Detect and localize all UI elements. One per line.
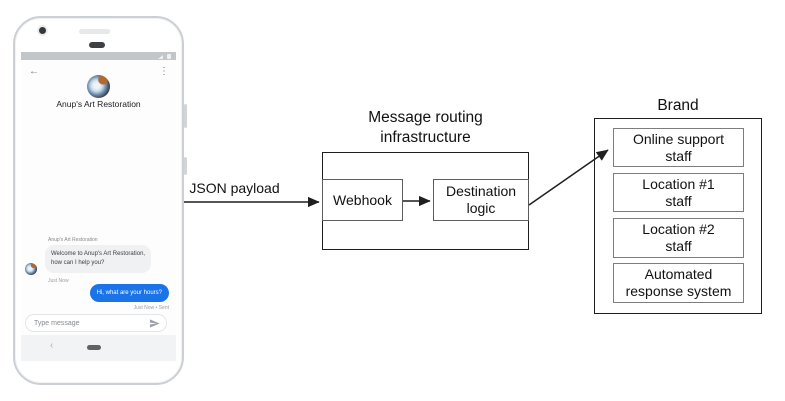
outgoing-timestamp: Just Now • Sent [133, 305, 169, 311]
phone-screen: ← ⋮ Anup's Art Restoration Anup's Art Re… [21, 52, 176, 361]
camera-icon [39, 27, 46, 34]
earpiece-icon [89, 42, 105, 48]
outgoing-message-bubble: Hi, what are your hours? [89, 284, 169, 302]
brand-container-box [594, 118, 762, 314]
overflow-menu-icon[interactable]: ⋮ [159, 66, 169, 77]
nav-back-icon[interactable]: ‹ [50, 340, 54, 351]
routing-title: Message routing infrastructure [368, 109, 483, 146]
brand-item-automated-response: Automated response system [613, 263, 744, 303]
brand-title: Brand [657, 97, 699, 114]
message-composer[interactable] [25, 314, 167, 332]
brand-item-location-1: Location #1 staff [613, 173, 744, 212]
power-button [184, 157, 187, 175]
back-arrow-icon[interactable]: ← [29, 66, 39, 77]
nav-home-icon[interactable] [87, 345, 101, 350]
json-payload-label: JSON payload [189, 180, 280, 196]
speaker-grille [79, 29, 110, 34]
send-icon[interactable] [149, 318, 160, 329]
page-title: Anup's Art Restoration [56, 99, 141, 109]
battery-icon [167, 53, 171, 59]
incoming-timestamp: Just Now [48, 278, 69, 284]
brand-item-online-support: Online support staff [613, 128, 744, 167]
volume-button [184, 104, 187, 128]
sender-label: Anup's Art Restoration [48, 237, 98, 243]
incoming-message-bubble: Welcome to Anup's Art Restoration, how c… [45, 245, 152, 273]
webhook-box: Webhook [322, 179, 403, 221]
destination-logic-box: Destination logic [433, 179, 529, 221]
signal-icon [158, 54, 163, 59]
phone-mockup: ← ⋮ Anup's Art Restoration Anup's Art Re… [13, 16, 187, 385]
message-input[interactable] [26, 319, 149, 327]
android-nav-bar: ‹ [21, 335, 176, 361]
avatar [87, 75, 110, 98]
brand-item-location-2: Location #2 staff [613, 218, 744, 258]
status-bar [21, 52, 176, 60]
avatar [25, 263, 37, 275]
